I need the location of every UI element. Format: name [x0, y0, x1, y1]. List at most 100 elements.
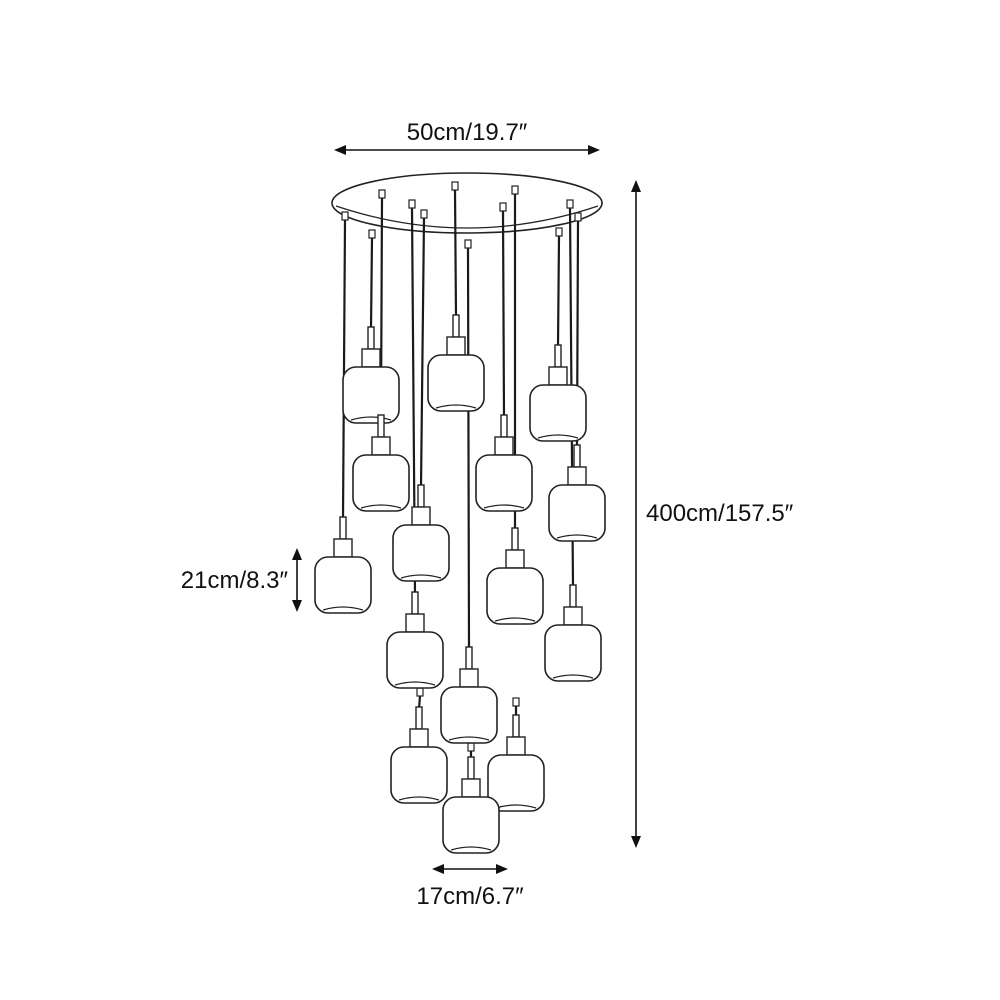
lamp-rim [552, 674, 594, 679]
pendant-cord [466, 247, 471, 650]
pendant-cord [556, 235, 561, 348]
lamp-rim [398, 796, 440, 801]
cord-socket [467, 742, 475, 752]
lamp-shade [440, 686, 498, 744]
cord-socket [566, 199, 574, 209]
pendant-lamp [487, 714, 545, 812]
cord-socket [555, 227, 563, 237]
lamp-cap [409, 728, 429, 748]
shade-width-dimension: 17cm/6.7″ [416, 864, 524, 910]
lamp-cap [461, 778, 481, 798]
lamp-cap [563, 606, 583, 626]
cord-socket [368, 229, 376, 239]
lamp-shade [487, 754, 545, 812]
lamp-neck [569, 584, 577, 608]
lamp-shade [392, 524, 450, 582]
pendant-cord [453, 189, 458, 318]
lamp-shade [486, 567, 544, 625]
total-height-dimension: 400cm/157.5″ [631, 180, 794, 848]
pendant-lamp [390, 706, 448, 804]
lamp-neck [465, 646, 473, 670]
pendant-cord [369, 237, 374, 330]
lamp-neck [452, 314, 460, 338]
total-height-label: 400cm/157.5″ [646, 500, 794, 527]
lamp-shade [529, 384, 587, 442]
lamp-rim [494, 617, 536, 622]
lamp-neck [512, 714, 520, 738]
lamp-neck [417, 484, 425, 508]
lamp-rim [350, 416, 392, 421]
lamp-rim [322, 606, 364, 611]
pendant-lamp [544, 584, 602, 682]
lamp-shade [314, 556, 372, 614]
lamp-neck [467, 756, 475, 780]
lamp-rim [360, 504, 402, 509]
pendant-cord [501, 210, 506, 418]
pendant-lamp [548, 444, 606, 542]
lamp-rim [448, 736, 490, 741]
lamp-shade [352, 454, 410, 512]
canopy-width-label: 50cm/19.7″ [407, 119, 528, 146]
pendant-cord [419, 217, 426, 488]
cord-socket [341, 211, 349, 221]
lamp-neck [415, 706, 423, 730]
lamp-neck [339, 516, 347, 540]
cord-socket [464, 239, 472, 249]
cord-socket [451, 181, 459, 191]
shade-height-label: 21cm/8.3″ [181, 567, 289, 594]
cord-socket [499, 202, 507, 212]
lamp-cap [446, 336, 466, 356]
lamp-shade [544, 624, 602, 682]
lamp-rim [483, 504, 525, 509]
lamp-cap [361, 348, 381, 368]
pendant-lamp [352, 414, 410, 512]
lamp-shade [475, 454, 533, 512]
lamp-cap [333, 538, 353, 558]
cord-socket [408, 199, 416, 209]
lamp-rim [435, 404, 477, 409]
pendant-lamp [427, 314, 485, 412]
pendant-group [314, 314, 606, 854]
lamp-neck [573, 444, 581, 468]
cord-socket [511, 185, 519, 195]
lamp-rim [400, 574, 442, 579]
lamp-cap [371, 436, 391, 456]
lamp-shade [390, 746, 448, 804]
cord-socket [378, 189, 386, 199]
pendant-lamp [475, 414, 533, 512]
lamp-rim [394, 681, 436, 686]
lamp-cap [494, 436, 514, 456]
lamp-neck [377, 414, 385, 438]
lamp-rim [556, 534, 598, 539]
lamp-cap [548, 366, 568, 386]
lamp-shade [548, 484, 606, 542]
cord-socket [512, 697, 520, 707]
lamp-cap [405, 613, 425, 633]
lamp-shade [386, 631, 444, 689]
pendant-lamp [386, 591, 444, 689]
shade-height-dimension: 21cm/8.3″ [181, 548, 302, 612]
cord-socket [574, 212, 582, 222]
pendant-cord [341, 219, 347, 520]
lamp-neck [411, 591, 419, 615]
lamp-neck [511, 527, 519, 551]
lamp-cap [459, 668, 479, 688]
pendant-lamp [440, 646, 498, 744]
pendant-lamp [442, 756, 500, 854]
pendant-lamp [486, 527, 544, 625]
lamp-rim [450, 846, 492, 851]
pendant-lamp [342, 326, 400, 424]
lamp-neck [367, 326, 375, 350]
lamp-shade [442, 796, 500, 854]
pendant-lamp [392, 484, 450, 582]
cord-socket [416, 687, 424, 697]
lamp-cap [567, 466, 587, 486]
lamp-cap [411, 506, 431, 526]
lamp-cap [505, 549, 525, 569]
lamp-shade [342, 366, 400, 424]
pendant-lamp [314, 516, 372, 614]
lamp-cap [506, 736, 526, 756]
pendant-lamp [529, 344, 587, 442]
lamp-rim [537, 434, 579, 439]
